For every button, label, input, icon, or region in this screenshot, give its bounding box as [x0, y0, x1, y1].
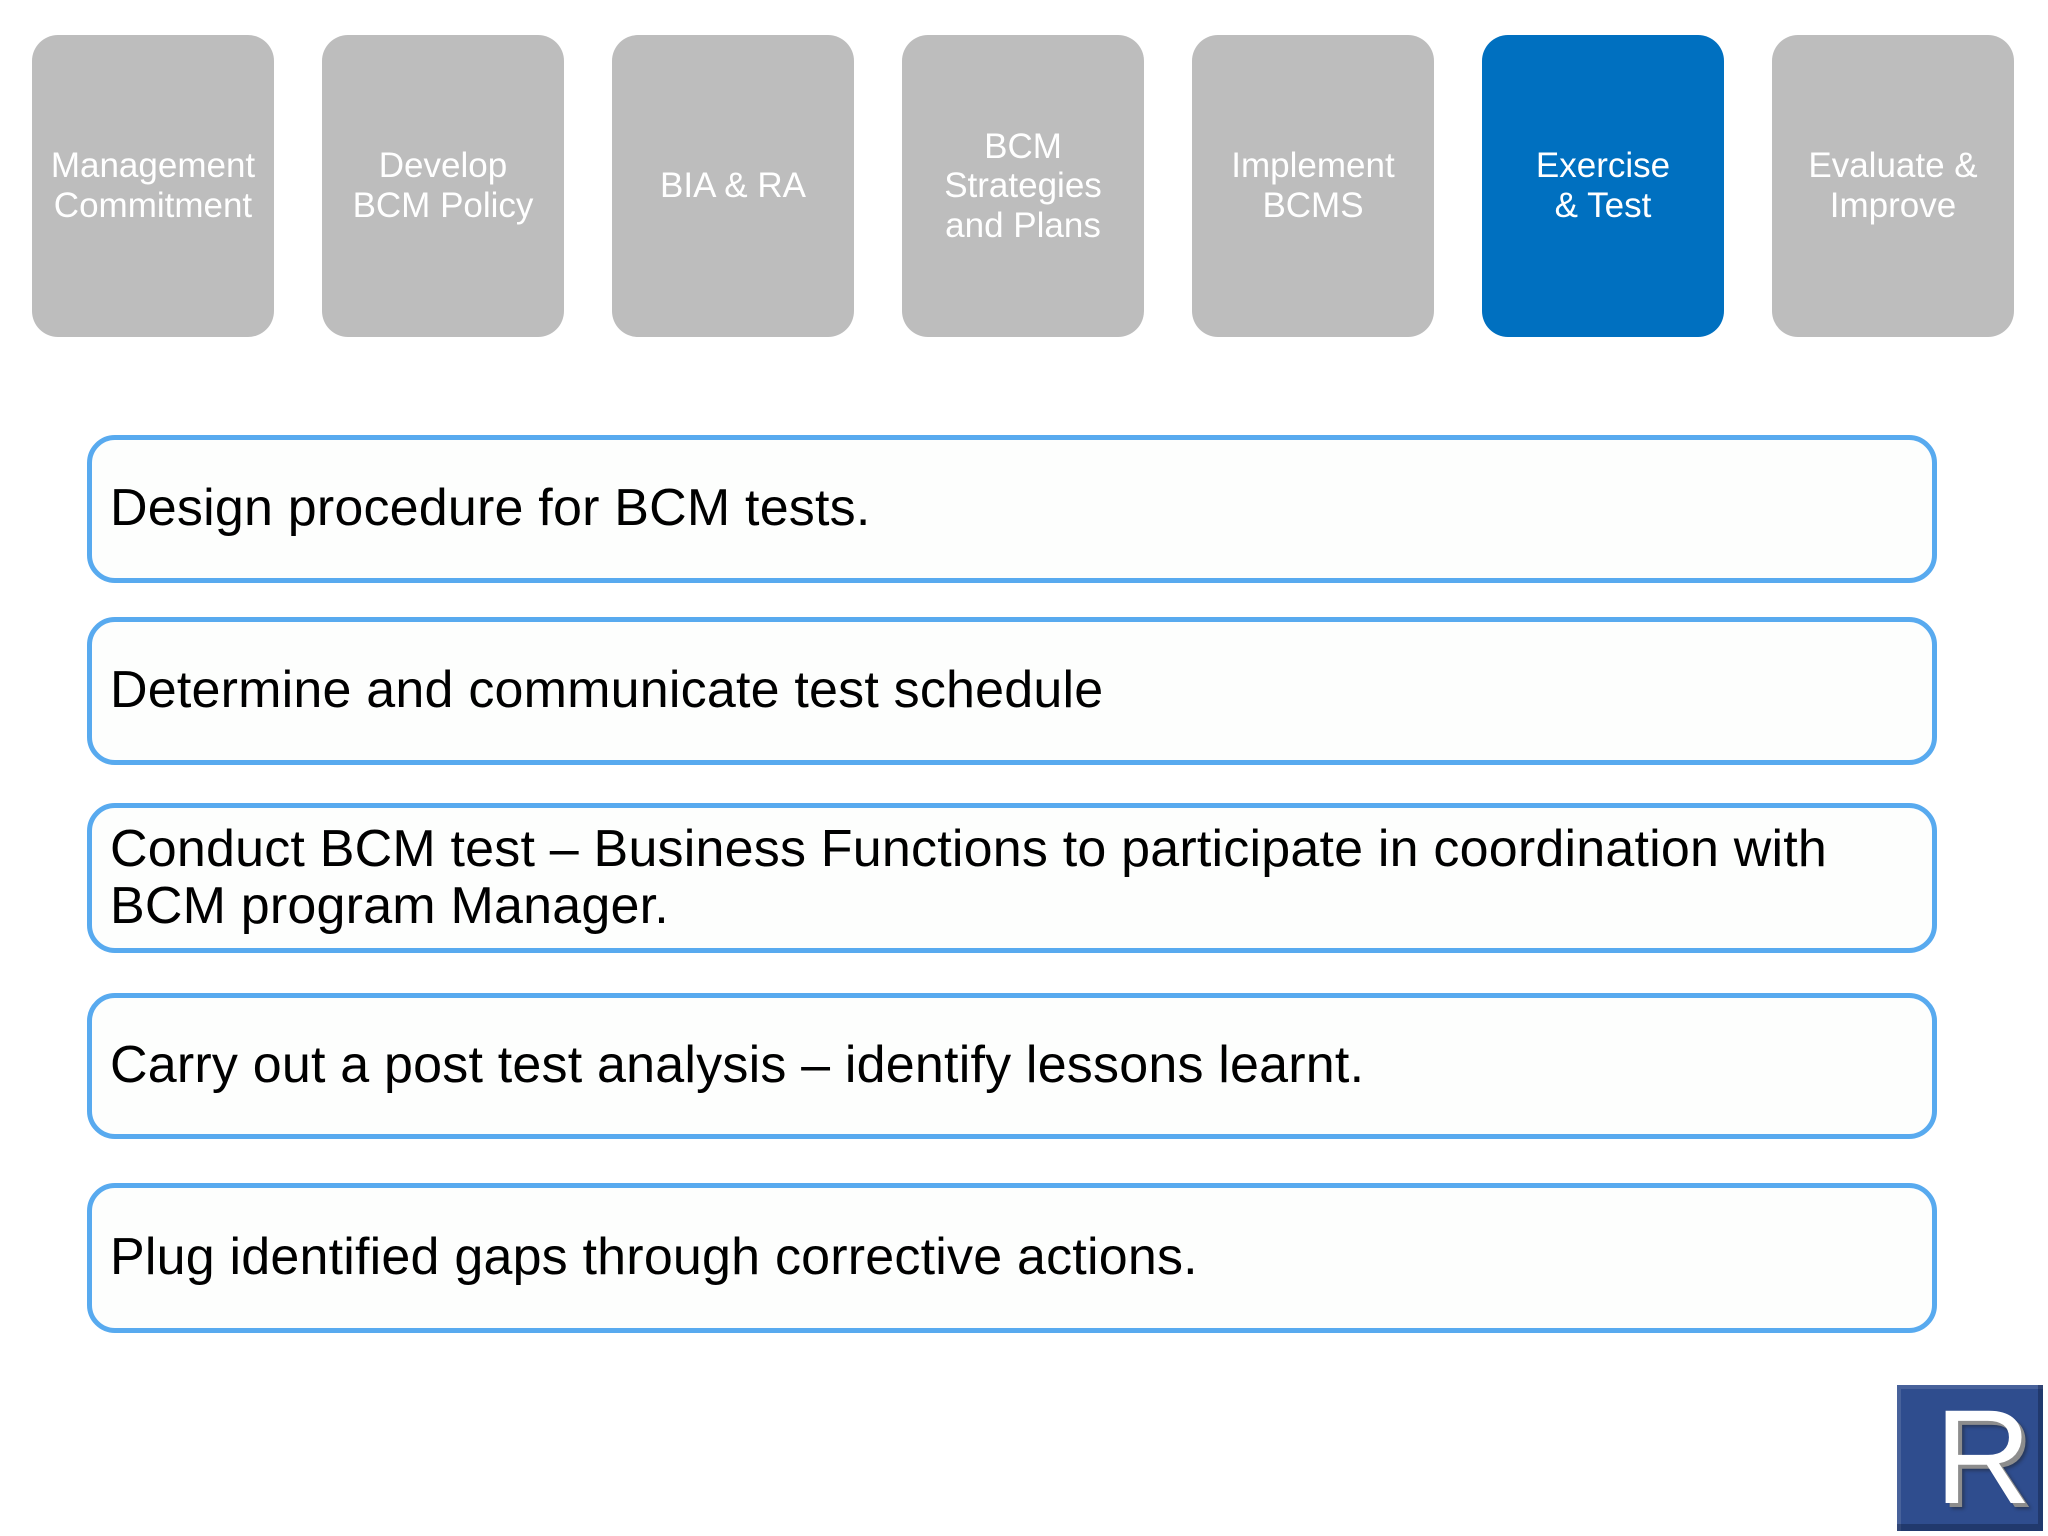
task-text: Plug identified gaps through corrective … — [110, 1228, 1198, 1287]
step-label: Exercise & Test — [1535, 146, 1671, 225]
step-exercise-test-active: Exercise & Test — [1482, 35, 1724, 337]
step-label: Develop BCM Policy — [352, 146, 534, 225]
bcm-process-steps: Management Commitment Develop BCM Policy… — [32, 35, 2016, 337]
task-post-test-analysis: Carry out a post test analysis – identif… — [87, 993, 1937, 1139]
step-bia-ra: BIA & RA — [612, 35, 854, 337]
task-corrective-actions: Plug identified gaps through corrective … — [87, 1183, 1937, 1333]
step-label: BCM Strategies and Plans — [944, 126, 1102, 245]
task-test-schedule: Determine and communicate test schedule — [87, 617, 1937, 765]
step-evaluate-improve: Evaluate & Improve — [1772, 35, 2014, 337]
step-develop-bcm-policy: Develop BCM Policy — [322, 35, 564, 337]
r-logo-letter: R — [1934, 1383, 2032, 1532]
step-label: BIA & RA — [660, 166, 806, 206]
step-label: Evaluate & Improve — [1808, 146, 1978, 225]
step-management-commitment: Management Commitment — [32, 35, 274, 337]
r-logo: R — [1897, 1385, 2043, 1531]
step-label: Implement BCMS — [1231, 146, 1395, 225]
task-text: Conduct BCM test – Business Functions to… — [110, 819, 1828, 935]
step-bcm-strategies-plans: BCM Strategies and Plans — [902, 35, 1144, 337]
task-conduct-bcm-test: Conduct BCM test – Business Functions to… — [87, 803, 1937, 953]
task-text: Determine and communicate test schedule — [110, 661, 1104, 720]
step-label: Management Commitment — [50, 146, 256, 225]
step-implement-bcms: Implement BCMS — [1192, 35, 1434, 337]
task-text: Design procedure for BCM tests. — [110, 479, 871, 538]
task-text: Carry out a post test analysis – identif… — [110, 1036, 1365, 1095]
task-design-procedure: Design procedure for BCM tests. — [87, 435, 1937, 583]
